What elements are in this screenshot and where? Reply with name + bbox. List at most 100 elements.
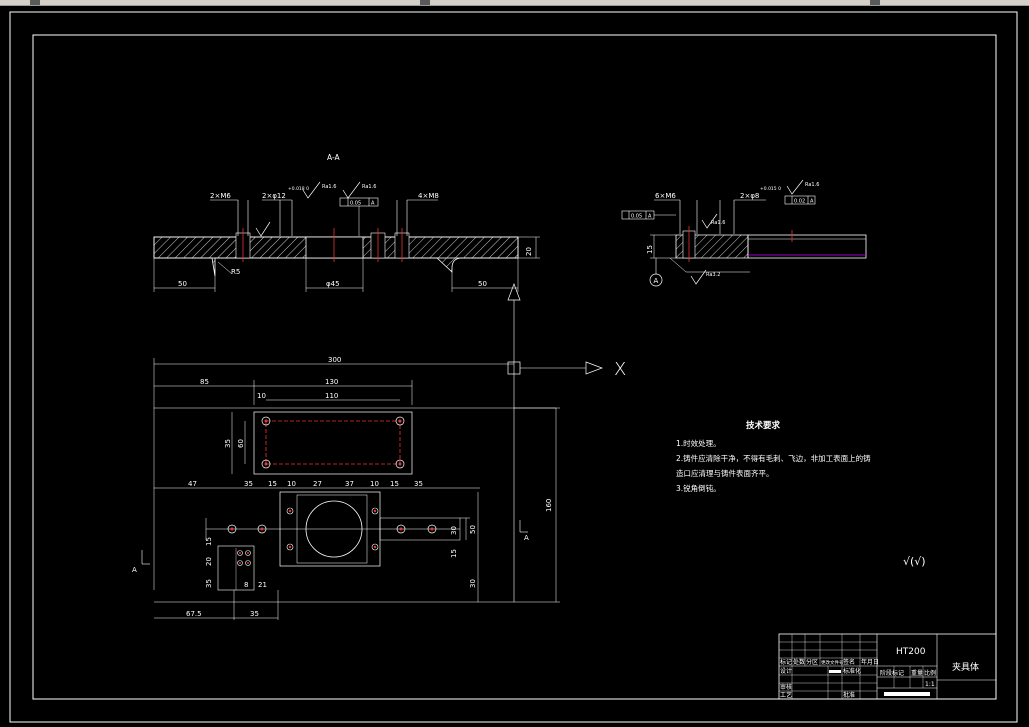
roughness-symbol [302, 181, 321, 199]
title-block-fill-bar [829, 670, 841, 673]
dim-b675: 67.5 [186, 610, 202, 618]
hole-center [399, 527, 403, 531]
dim-27: 27 [313, 480, 322, 488]
dim-l20: 20 [205, 557, 213, 566]
hole-center [398, 462, 402, 466]
inner-frame [32, 34, 997, 700]
dim-85: 85 [200, 378, 209, 386]
dim-15b: 15 [390, 480, 399, 488]
mounting-hole [396, 524, 406, 534]
hole-center [260, 527, 264, 531]
tolerance-datum: A [648, 214, 652, 220]
dim-radius: R5 [231, 268, 240, 276]
center-bore [305, 236, 364, 259]
hole-center [398, 419, 402, 423]
dim-small-10: 10 [257, 392, 266, 400]
dim-r50: 50 [469, 525, 477, 534]
dim-10b: 10 [370, 480, 379, 488]
title-block-fill-bar [884, 692, 930, 696]
dim-37: 37 [345, 480, 354, 488]
hole-center [239, 562, 241, 564]
dim-15a: 15 [268, 480, 277, 488]
callout-tap-right: 4×M8 [418, 192, 439, 200]
hole-center [264, 419, 268, 423]
tb-label: 更改文件号 [821, 659, 844, 666]
tolerance-value: 0.02 [794, 199, 805, 205]
material-label: HT200 [896, 647, 926, 657]
tb-label: 工艺 [780, 691, 792, 699]
note-line: 1.时效处理。 [676, 438, 721, 448]
section-view-right: 6×M6 2×φ8 +0.015 0 Ra1.6 0.02 A Ra1.6 0.… [621, 179, 867, 287]
outer-frame [9, 11, 1018, 723]
roughness-symbol [342, 181, 361, 199]
tb-label: 设计 [780, 667, 792, 675]
mounting-hole [427, 524, 437, 534]
mounting-hole [395, 459, 405, 469]
notes-title: 技术要求 [746, 420, 781, 431]
dim-l35: 35 [205, 579, 213, 588]
dim-35a: 35 [244, 480, 253, 488]
small-hole [237, 560, 243, 566]
technical-notes: 技术要求 1.时效处理。 2.铸件应清除干净，不得有毛刺、飞边，非加工表面上的铸… [676, 420, 871, 493]
mounting-hole [257, 524, 267, 534]
small-hole [286, 507, 294, 515]
dim-b35: 35 [250, 610, 259, 618]
title-block: HT200 夹具体 标记 处数 分区 更改文件号 签名 年月日 设计 标准化 审… [778, 633, 997, 700]
tb-scale-value: 1:1 [925, 681, 935, 688]
datum-circle [649, 273, 663, 287]
mounting-hole [261, 459, 271, 469]
mounting-hole [227, 524, 237, 534]
callout-hole-pair: 2×φ12 [262, 192, 286, 200]
x-axis-arrow [585, 361, 603, 375]
x-axis-label: X [614, 359, 626, 380]
dim-inner-110: 110 [325, 392, 338, 400]
tb-label: 标准化 [843, 667, 861, 675]
dim-b8: 8 [244, 581, 248, 589]
tb-label: 标记 [780, 658, 792, 666]
callout-hole-tol: +0.018 0 [288, 186, 309, 192]
plan-view: X 300 85 130 110 10 35 60 [132, 283, 626, 620]
roughness-value: Ra1.6 [322, 184, 336, 190]
small-hole [245, 560, 251, 566]
dim-r30b: 30 [469, 579, 477, 588]
window-topbar [0, 0, 1029, 6]
roughness-note: √(√) [903, 555, 926, 568]
dim-right-50: 50 [478, 280, 487, 288]
dim-35b: 35 [414, 480, 423, 488]
small-hole [371, 543, 379, 551]
roughness-value: Ra1.6 [805, 182, 819, 188]
hole-center [230, 527, 234, 531]
tolerance-value: 0.05 [350, 201, 361, 207]
note-line: 造口应清理与铸件表面齐平。 [676, 468, 774, 478]
tolerance-value: 0.05 [631, 214, 642, 220]
right-slot [379, 517, 461, 541]
roughness-value: Ra1.6 [711, 220, 725, 226]
dim-r30a: 30 [450, 526, 458, 535]
callout-tap: 6×M6 [655, 192, 676, 200]
roughness-value: Ra3.2 [706, 272, 720, 278]
section-view-left: A-A 2×M6 2×φ12 +0.018 0 4×M8 Ra1.6 R [153, 153, 540, 292]
title-block-frame [778, 633, 997, 700]
tolerance-datum: A [810, 199, 814, 205]
dim-slot-len: 130 [325, 378, 338, 386]
leader [669, 257, 687, 273]
topbar-segment [40, 0, 420, 5]
part-name: 夹具体 [952, 661, 979, 673]
section-arrow [507, 283, 521, 301]
datum-label: A [654, 277, 659, 285]
dim-depth: 15 [646, 245, 654, 254]
small-hole [245, 550, 251, 556]
topbar-segment [430, 0, 870, 5]
topbar-segment [0, 0, 30, 5]
dim-thickness: 20 [525, 247, 533, 256]
tb-label: 比例 [924, 669, 936, 677]
cad-drawing-canvas[interactable]: A-A 2×M6 2×φ12 +0.018 0 4×M8 Ra1.6 R [0, 6, 1029, 727]
note-line: 2.铸件应清除干净，不得有毛刺、飞边，非加工表面上的铸 [676, 453, 871, 463]
tb-label: 处数 [793, 658, 805, 666]
small-hole [237, 550, 243, 556]
hole-center [373, 545, 377, 549]
dim-b21: 21 [258, 581, 267, 589]
hole-center [373, 509, 377, 513]
dim-height: 160 [545, 499, 553, 512]
hole-center [239, 552, 241, 554]
